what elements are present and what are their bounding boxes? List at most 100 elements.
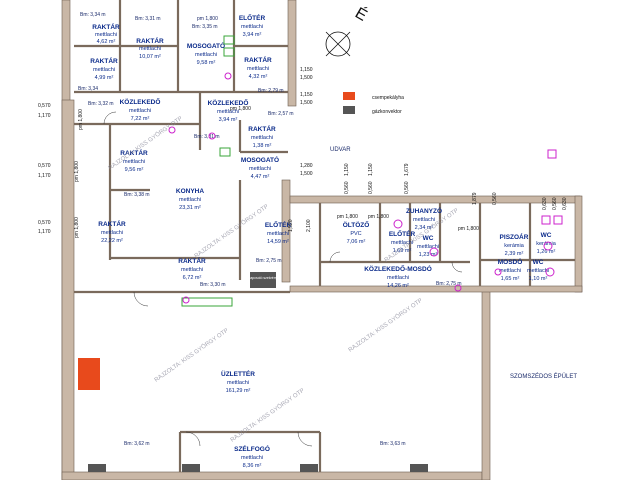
legend-label: gázkonvektor (372, 109, 402, 115)
room-floor: kerámia (504, 243, 525, 249)
room-floor: mettlachi (527, 268, 549, 274)
room-name: WC (541, 232, 552, 239)
room-name: WC (533, 259, 544, 266)
room-raktar-5: RAKTÁR mettlachi 1,38 m² (248, 124, 276, 149)
level-value: 1,150 (300, 67, 313, 73)
room-name: RAKTÁR (98, 219, 126, 228)
north-arrow: É (325, 3, 371, 57)
room-name: SZÉLFOGÓ (234, 444, 270, 453)
room-floor: mettlachi (499, 268, 521, 274)
basin-icon (182, 296, 190, 304)
room-name: KÖZLEKEDŐ (120, 97, 161, 106)
room-area: 161,29 m² (226, 388, 251, 394)
room-floor: mettlachi (241, 455, 263, 461)
room-area: 3,94 m² (219, 117, 238, 123)
urinal-icon (547, 149, 557, 159)
room-area: 10,07 m² (139, 54, 161, 60)
room-name: RAKTÁR (90, 56, 118, 65)
level-value: 1,170 (38, 173, 51, 179)
ceiling-height: Bm: 2,75 m (436, 281, 462, 287)
room-szelfogo: SZÉLFOGÓ mettlachi 8,36 m² (234, 444, 270, 469)
level-value: pm 1,800 (337, 214, 358, 220)
room-eloter-2: ELŐTÉR mettlachi 14,59 m² (265, 220, 292, 245)
room-area: 2,39 m² (505, 251, 524, 257)
room-floor: mettlachi (413, 217, 435, 223)
level-value: pm 1,800 (230, 106, 251, 112)
room-area: 1,65 m² (501, 276, 520, 282)
room-floor: mettlachi (123, 159, 145, 165)
gas-convector-icon (88, 464, 106, 472)
level-value: 1,150 (368, 163, 374, 176)
room-konyha: KONYHA mettlachi 23,31 m² (176, 188, 204, 211)
room-kozlekedo-1: KÖZLEKEDŐ mettlachi 7,22 m² (120, 97, 161, 122)
ceiling-height: Bm: 2,75 m (256, 258, 282, 264)
room-area: 2,34 m² (415, 225, 434, 231)
room-floor: PVC (350, 231, 361, 237)
ceiling-height: Bm: 3,62 m (124, 441, 150, 447)
level-value: 1,679 (404, 163, 410, 176)
room-wc-2: WC kerámia 1,26 m² (536, 232, 557, 255)
room-mosogato-2: MOSOGATÓ mettlachi 4,47 m² (241, 155, 279, 180)
basin-icon (208, 132, 216, 140)
basin-icon (494, 268, 502, 276)
level-value: pm 1,800 (78, 109, 84, 130)
room-mosogato-1: MOSOGATÓ mettlachi 9,58 m² (187, 41, 225, 66)
room-kozlekedo-3: KÖZLEKEDŐ-MOSDÓ mettlachi 14,26 m² (364, 264, 432, 289)
outer-walls (61, 0, 583, 480)
level-value: 1,500 (300, 100, 313, 106)
room-floor: mettlachi (247, 66, 269, 72)
room-floor: mettlachi (387, 275, 409, 281)
room-area: 4,32 m² (249, 74, 268, 80)
room-area: 7,22 m² (131, 116, 150, 122)
room-name: RAKTÁR (92, 22, 120, 31)
room-name: RAKTÁR (178, 256, 206, 265)
door-swing-icon (297, 431, 313, 447)
level-value: 1,500 (300, 171, 313, 177)
room-area: 4,62 m² (97, 39, 116, 45)
room-area: 1,10 m² (529, 276, 548, 282)
courtyard-label: UDVAR (330, 147, 351, 153)
level-value: 1,520 (288, 219, 294, 232)
room-raktar-2: RAKTÁR mettlachi 10,07 m² (136, 36, 164, 60)
room-eloter-1: ELŐTÉR mettlachi 3,94 m² (239, 13, 266, 38)
legend-label: csempekályha (372, 95, 404, 101)
toilet-icon (393, 219, 403, 229)
room-floor: mettlachi (417, 244, 439, 250)
room-name: KÖZLEKEDŐ-MOSDÓ (364, 264, 432, 273)
room-name: PISZOÁR (500, 232, 529, 241)
room-raktar-1: RAKTÁR mettlachi 4,62 m² (92, 22, 120, 45)
room-area: 23,31 m² (179, 205, 201, 211)
room-floor: mettlachi (139, 46, 161, 52)
room-floor: mettlachi (217, 109, 239, 115)
room-name: KONYHA (176, 188, 204, 195)
room-area: 1,26 m² (537, 249, 556, 255)
urinal-icon (553, 215, 563, 225)
room-name: WC (423, 235, 434, 242)
level-value: 1,150 (300, 92, 313, 98)
level-value: 0,570 (38, 103, 51, 109)
level-value: 0,560 (492, 192, 498, 205)
room-name: RAKTÁR (248, 124, 276, 133)
gas-convector-icon (300, 464, 318, 472)
level-value: 1,150 (344, 163, 350, 176)
level-value: 0,630 (562, 197, 568, 210)
legend-swatch-convector (343, 106, 355, 114)
room-floor: mettlachi (195, 52, 217, 58)
room-area: 8,36 m² (243, 463, 262, 469)
toilet-icon (429, 247, 439, 257)
room-area: 4,99 m² (95, 75, 114, 81)
room-raktar-3: RAKTÁR mettlachi 4,99 m² (90, 56, 118, 81)
room-floor: mettlachi (241, 24, 263, 30)
tile-stove-icon (78, 358, 100, 390)
room-floor: mettlachi (267, 231, 289, 237)
room-area: 1,38 m² (253, 143, 272, 149)
room-zuhanyzo: ZUHANYZÓ mettlachi 2,34 m² (406, 206, 442, 231)
room-area: 9,58 m² (197, 60, 216, 66)
sanitary-fixtures (168, 35, 563, 307)
door-swing-icon (329, 251, 341, 263)
room-oltozo: ÖLTÖZŐ PVC 7,06 m² (343, 220, 370, 245)
watermark-text: RAJZOLTA: KISS GYÖRGY OTP (229, 387, 306, 444)
gas-convector-icon (410, 464, 428, 472)
sink-icon (223, 35, 235, 45)
room-floor: mettlachi (391, 240, 413, 246)
